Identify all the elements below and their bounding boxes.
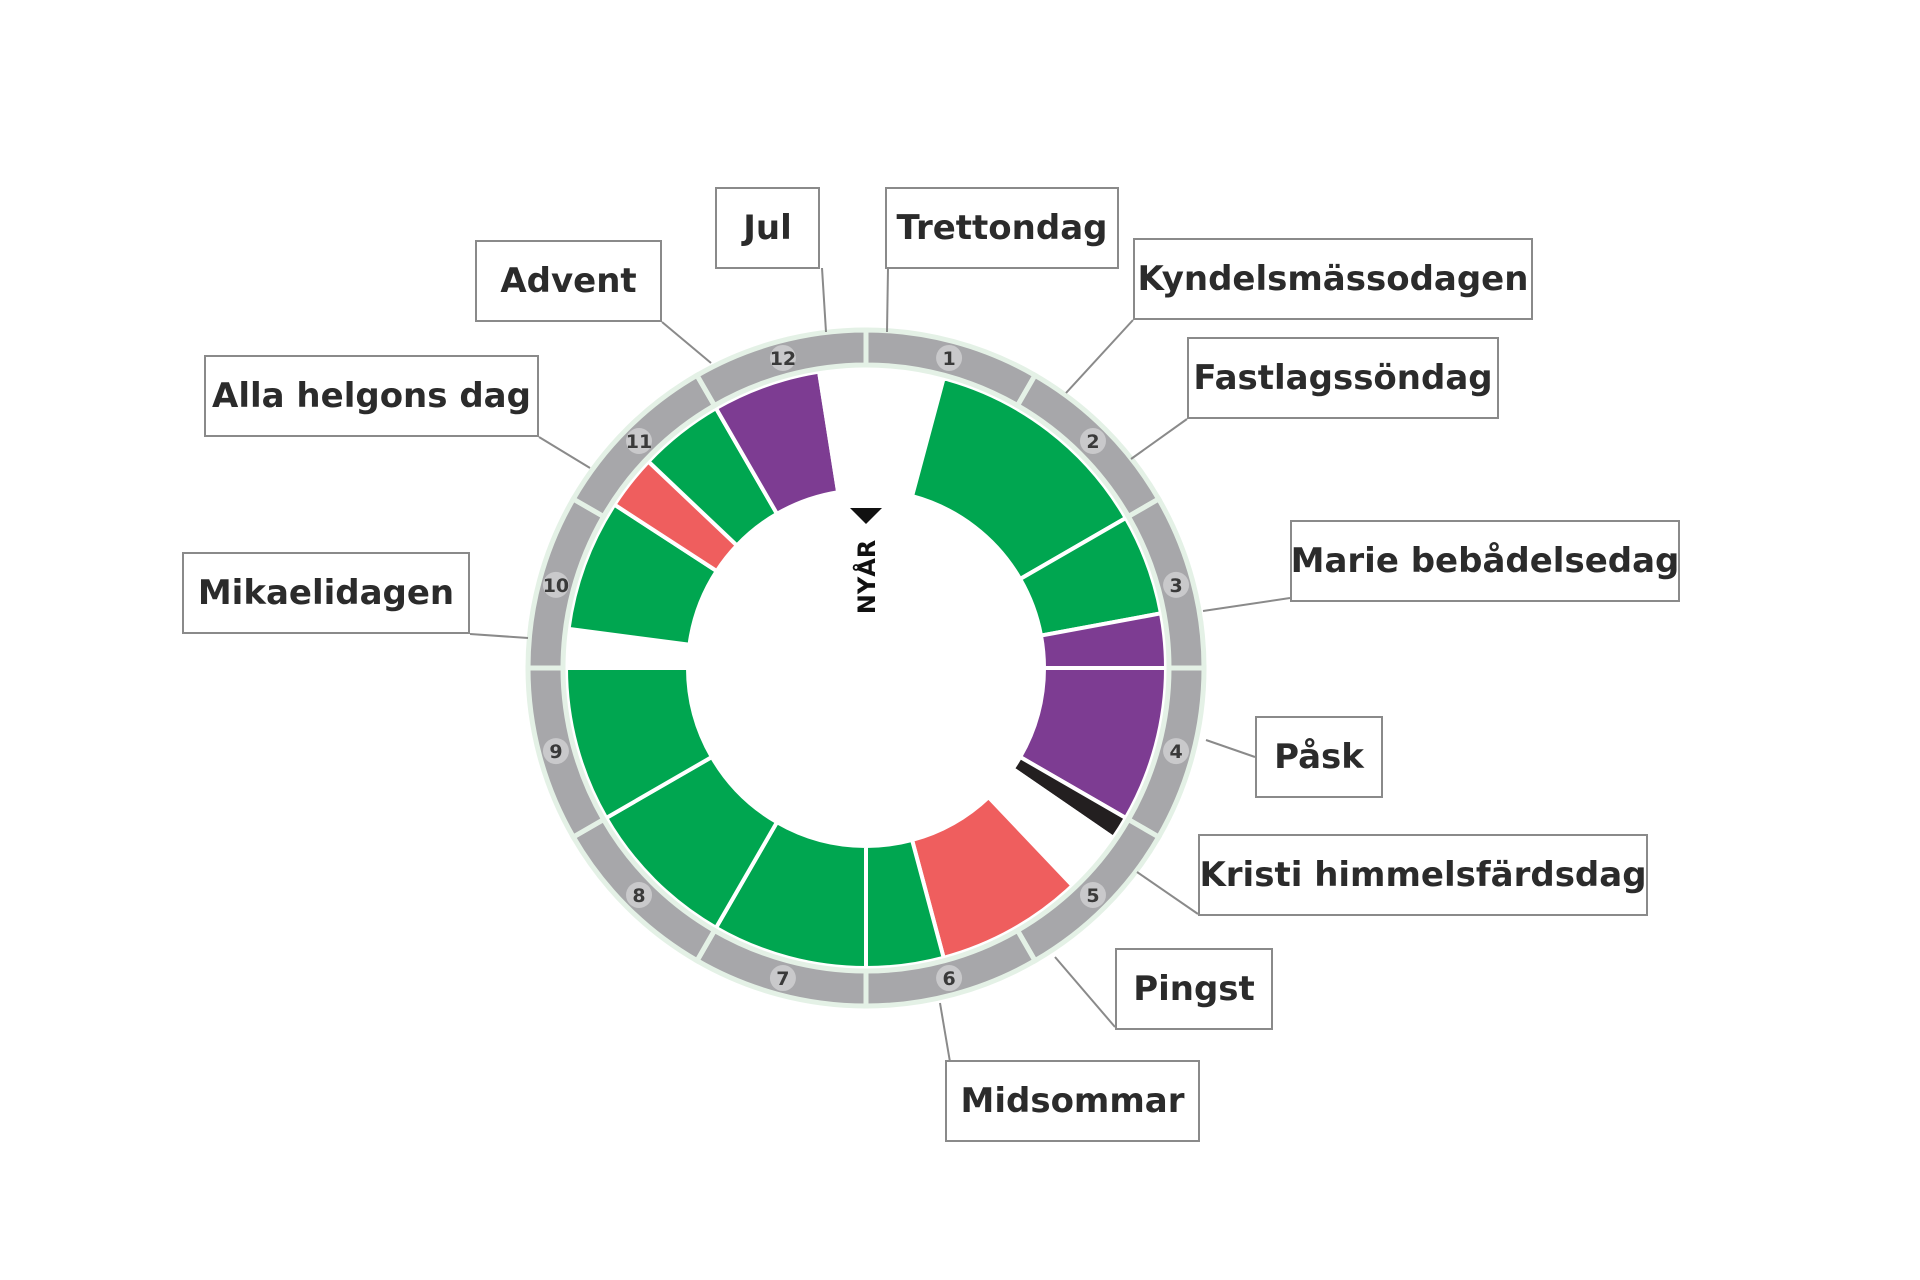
label-pingst: Pingst <box>1115 948 1273 1030</box>
leader-line-11 <box>538 436 591 469</box>
month-number-5: 5 <box>1086 885 1099 907</box>
leader-line-1 <box>821 267 827 333</box>
leader-line-6 <box>1205 739 1256 758</box>
month-number-1: 1 <box>942 348 955 370</box>
month-number-badge <box>936 344 963 371</box>
label-pask: Påsk <box>1255 716 1383 798</box>
label-mikaelidagen: Mikaelidagen <box>182 552 470 634</box>
label-trettondag: Trettondag <box>885 187 1119 269</box>
new-year-marker: NYÅR <box>850 508 882 614</box>
label-kristi-himmelsfardsdag: Kristi himmelsfärdsdag <box>1198 834 1648 916</box>
label-jul: Jul <box>715 187 820 269</box>
month-number-badge <box>626 428 653 455</box>
label-marie-bebadelsedag: Marie bebådelsedag <box>1290 520 1680 602</box>
leader-lines <box>469 267 1291 1063</box>
month-number-badge <box>769 344 796 371</box>
label-kyndelsmassodagen: Kyndelsmässodagen <box>1133 238 1533 320</box>
inner-hole-edge <box>686 488 1046 848</box>
leader-line-2 <box>886 267 889 333</box>
month-number-3: 3 <box>1169 575 1182 597</box>
leader-line-10 <box>469 633 529 639</box>
leader-line-3 <box>1065 319 1134 394</box>
season-segments <box>563 365 1169 971</box>
label-alla-helgons-dag: Alla helgons dag <box>204 355 539 437</box>
month-number-badge <box>936 965 963 992</box>
month-number-badge <box>542 738 569 765</box>
month-number-badge <box>542 571 569 598</box>
month-number-badge <box>769 965 796 992</box>
month-number-11: 11 <box>626 431 652 453</box>
label-advent: Advent <box>475 240 662 322</box>
month-number-7: 7 <box>776 968 789 990</box>
month-number-badge <box>626 881 653 908</box>
label-fastlagssondag: Fastlagssöndag <box>1187 337 1499 419</box>
leader-line-4 <box>1130 418 1188 460</box>
new-year-label: NYÅR <box>852 540 881 615</box>
label-midsommar: Midsommar <box>945 1060 1200 1142</box>
month-number-badge <box>1163 738 1190 765</box>
leader-line-9 <box>939 1002 951 1063</box>
month-number-8: 8 <box>632 885 645 907</box>
month-number-badge <box>1079 881 1106 908</box>
month-number-9: 9 <box>549 741 562 763</box>
month-number-2: 2 <box>1086 431 1099 453</box>
leader-line-7 <box>1136 871 1199 915</box>
leader-line-12 <box>661 321 712 364</box>
new-year-arrow-icon <box>850 508 882 524</box>
month-number-10: 10 <box>543 575 569 597</box>
month-number-6: 6 <box>942 968 955 990</box>
month-number-4: 4 <box>1169 741 1182 763</box>
leader-line-5 <box>1202 597 1291 612</box>
month-number-12: 12 <box>770 348 796 370</box>
leader-line-8 <box>1054 956 1116 1028</box>
month-number-badge <box>1163 571 1190 598</box>
month-number-badge <box>1079 428 1106 455</box>
